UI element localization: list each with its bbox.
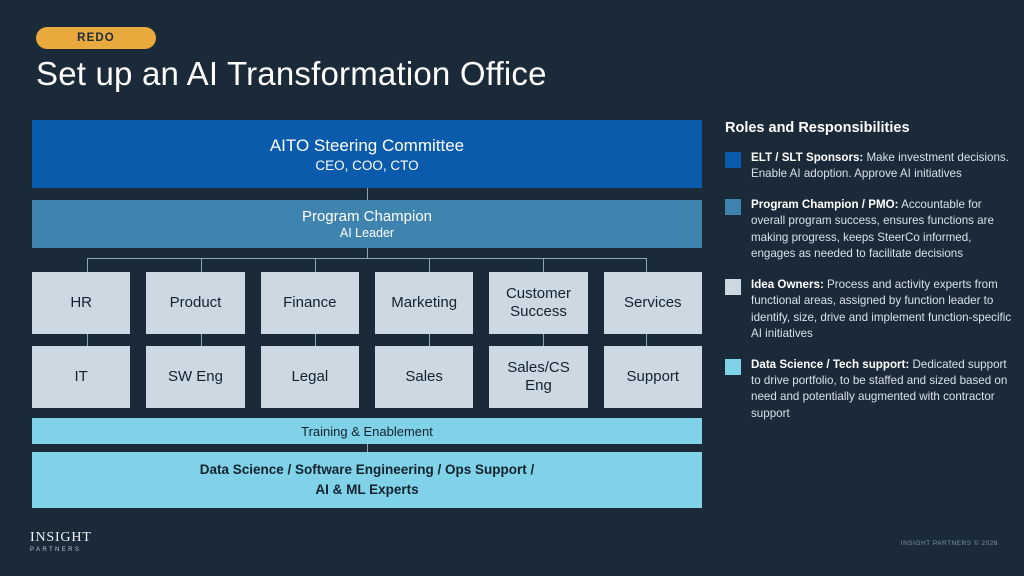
node-training-enablement: Training & Enablement bbox=[32, 418, 702, 444]
connector-steerco-to-champion bbox=[32, 188, 702, 200]
legend-item-data-science-tech-support: Data Science / Tech support: Dedicated s… bbox=[725, 357, 1015, 423]
legend-text-elt-slt-sponsors: ELT / SLT Sponsors: Make investment deci… bbox=[751, 150, 1015, 183]
function-box-customer-success: Customer Success bbox=[489, 272, 588, 334]
legend-swatch-program-champion-pmo bbox=[725, 198, 741, 215]
node-steering-committee: AITO Steering Committee CEO, COO, CTO bbox=[32, 120, 702, 188]
function-box-legal: Legal bbox=[260, 346, 359, 408]
node-program-champion-label: Program Champion bbox=[301, 208, 433, 225]
copyright-text: INSIGHT PARTNERS © 2026 bbox=[900, 540, 998, 547]
legend-swatch-idea-owners bbox=[725, 278, 741, 295]
node-data-science-label: Data Science / Software Engineering / Op… bbox=[199, 462, 535, 478]
legend-panel: Roles and Responsibilities ELT / SLT Spo… bbox=[725, 120, 1015, 436]
logo-primary-text: INSIGHT bbox=[30, 530, 92, 545]
function-row-1: HR Product Finance Marketing Customer Su… bbox=[32, 272, 702, 334]
node-training-enablement-label: Training & Enablement bbox=[301, 423, 433, 439]
legend-swatch-elt-slt-sponsors bbox=[725, 152, 741, 168]
logo-secondary-text: PARTNERS bbox=[30, 547, 82, 553]
node-data-science-support: Data Science / Software Engineering / Op… bbox=[32, 452, 702, 508]
function-box-support: Support bbox=[603, 346, 702, 408]
legend-body-program-champion-pmo: Accountable for overall program success,… bbox=[751, 197, 994, 261]
legend-text-program-champion-pmo: Program Champion / PMO: Accountable for … bbox=[751, 197, 1015, 263]
function-box-product: Product bbox=[146, 272, 245, 334]
legend-lead-idea-owners: Idea Owners: bbox=[751, 277, 824, 291]
redo-badge: REDO bbox=[36, 27, 156, 49]
org-chart: AITO Steering Committee CEO, COO, CTO Pr… bbox=[32, 120, 702, 508]
function-box-sales: Sales bbox=[374, 346, 474, 408]
function-box-it: IT bbox=[32, 346, 131, 408]
node-steering-committee-sublabel: CEO, COO, CTO bbox=[315, 157, 419, 173]
legend-lead-data-science-tech-support: Data Science / Tech support: bbox=[751, 357, 910, 371]
function-box-marketing: Marketing bbox=[374, 272, 474, 334]
function-box-sw-eng: SW Eng bbox=[146, 346, 245, 408]
node-data-science-sublabel: AI & ML Experts bbox=[315, 482, 419, 497]
legend-text-idea-owners: Idea Owners: Process and activity expert… bbox=[751, 277, 1015, 343]
legend-text-data-science-tech-support: Data Science / Tech support: Dedicated s… bbox=[751, 357, 1015, 423]
node-program-champion: Program Champion AI Leader bbox=[32, 200, 702, 248]
redo-badge-label: REDO bbox=[77, 32, 115, 44]
node-program-champion-sublabel: AI Leader bbox=[339, 226, 395, 240]
legend-item-elt-slt-sponsors: ELT / SLT Sponsors: Make investment deci… bbox=[725, 150, 1015, 183]
connector-functions-row1-to-row2 bbox=[32, 334, 702, 346]
legend-swatch-data-science-tech-support bbox=[725, 358, 741, 375]
legend-item-program-champion-pmo: Program Champion / PMO: Accountable for … bbox=[725, 197, 1015, 263]
spacer-above-training bbox=[32, 408, 702, 418]
legend-lead-program-champion-pmo: Program Champion / PMO: bbox=[751, 197, 899, 211]
function-box-services: Services bbox=[603, 272, 702, 334]
connector-champion-to-functions bbox=[32, 248, 702, 272]
function-box-hr: HR bbox=[32, 272, 131, 334]
function-row-2: IT SW Eng Legal Sales Sales/CS Eng Suppo… bbox=[32, 346, 702, 408]
function-box-sales-cs-eng: Sales/CS Eng bbox=[489, 346, 588, 408]
legend-body-data-science-tech-support: Dedicated support to drive portfolio, to… bbox=[751, 357, 1008, 420]
connector-training-to-datascience bbox=[32, 444, 702, 452]
legend-body-idea-owners: Process and activity experts from functi… bbox=[751, 277, 1012, 341]
insight-partners-logo: INSIGHT PARTNERS bbox=[30, 530, 92, 553]
legend-lead-elt-slt-sponsors: ELT / SLT Sponsors: bbox=[751, 151, 864, 164]
legend-item-idea-owners: Idea Owners: Process and activity expert… bbox=[725, 277, 1015, 343]
legend-title: Roles and Responsibilities bbox=[725, 120, 910, 136]
page-title: Set up an AI Transformation Office bbox=[36, 55, 547, 92]
function-box-finance: Finance bbox=[260, 272, 359, 334]
legend-body-elt-slt-sponsors: Make investment decisions. Enable AI ado… bbox=[751, 151, 1009, 181]
node-steering-committee-label: AITO Steering Committee bbox=[269, 135, 465, 155]
